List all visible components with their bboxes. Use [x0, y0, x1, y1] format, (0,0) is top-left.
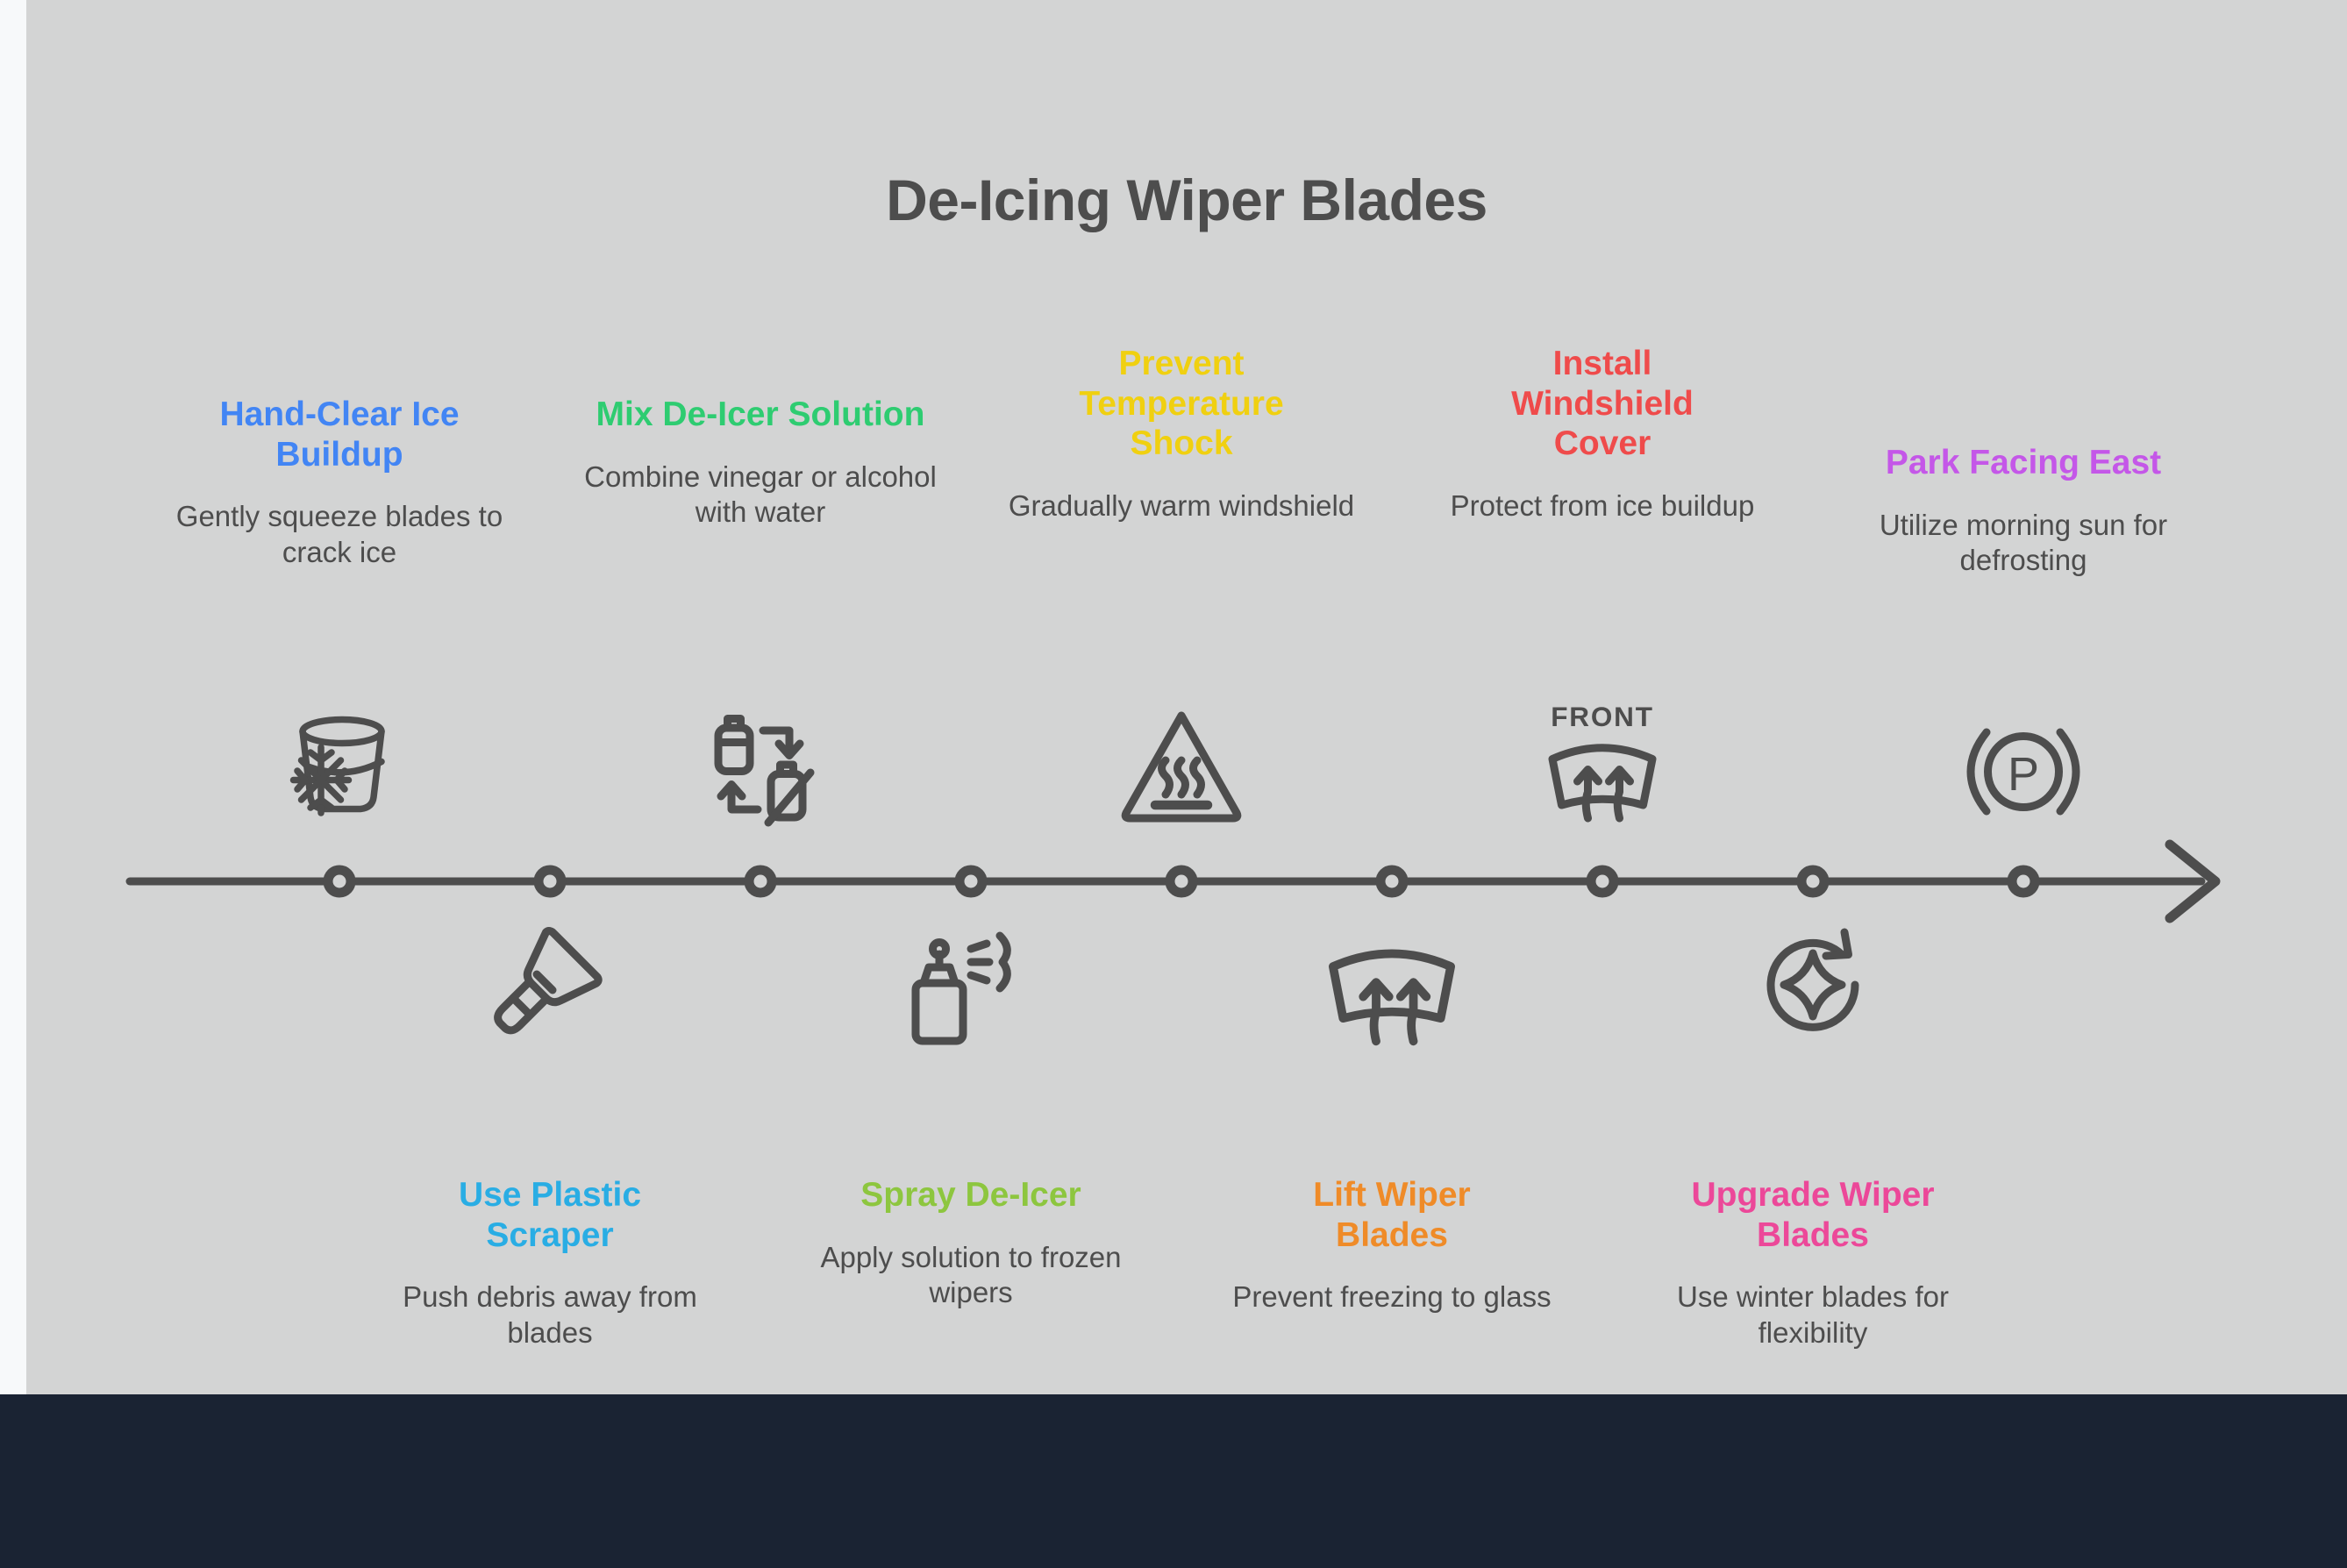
node-title: Park Facing East — [1885, 444, 2162, 481]
node-description: Push debris away from blades — [403, 1280, 697, 1349]
node-title: Use Plastic Scraper — [458, 1176, 642, 1254]
spray-bottle-icon — [892, 925, 1050, 1057]
front-windshield-defrost-icon: FRONT — [1523, 697, 1681, 829]
timeline-node-4[interactable]: Spray De-Icer Apply solution to frozen w… — [787, 1175, 1155, 1310]
parking-icon-label: P — [2008, 748, 2039, 801]
timeline-node-5[interactable]: Prevent Temperature Shock Gradually warm… — [997, 344, 1366, 524]
node-description: Gradually warm windshield — [1008, 488, 1355, 522]
windshield-defrost-icon — [1313, 925, 1471, 1057]
node-description: Use winter blades for flexibility — [1677, 1280, 1949, 1349]
node-description: Combine vinegar or alcohol with water — [584, 460, 937, 528]
parking-brake-icon: P — [1944, 706, 2102, 837]
node-title: Hand-Clear Ice Buildup — [219, 396, 460, 474]
page-title: De-Icing Wiper Blades — [886, 167, 1487, 232]
node-title: Mix De-Icer Solution — [596, 396, 925, 433]
timeline-node-3[interactable]: Mix De-Icer Solution Combine vinegar or … — [576, 395, 945, 530]
node-title: Spray De-Icer — [860, 1176, 1081, 1214]
timeline-node-8[interactable]: Upgrade Wiper Blades Use winter blades f… — [1629, 1175, 1997, 1351]
node-description: Gently squeeze blades to crack ice — [175, 500, 503, 568]
node-description: Utilize morning sun for defrosting — [1879, 508, 2168, 576]
timeline-node-1[interactable]: Hand-Clear Ice Buildup Gently squeeze bl… — [155, 395, 524, 570]
bottom-bar — [0, 1394, 2347, 1568]
scraper-icon — [471, 919, 629, 1051]
hot-surface-warning-icon — [1102, 700, 1260, 831]
node-description: Prevent freezing to glass — [1232, 1280, 1552, 1314]
timeline-node-6[interactable]: Lift Wiper Blades Prevent freezing to gl… — [1208, 1175, 1576, 1315]
sparkle-refresh-icon — [1734, 919, 1892, 1051]
timeline-node-7[interactable]: Install Windshield Cover Protect from ic… — [1418, 344, 1787, 524]
node-title: Install Windshield Cover — [1511, 345, 1694, 463]
timeline-node-2[interactable]: Use Plastic Scraper Push debris away fro… — [366, 1175, 734, 1351]
node-description: Protect from ice buildup — [1450, 488, 1755, 522]
infographic-canvas: De-Icing Wiper Blades — [26, 0, 2347, 1394]
bottle-swap-icon — [681, 702, 839, 833]
node-title: Upgrade Wiper Blades — [1691, 1176, 1935, 1254]
bucket-snowflake-icon — [260, 697, 418, 829]
node-title: Lift Wiper Blades — [1313, 1176, 1471, 1254]
node-description: Apply solution to frozen wipers — [820, 1240, 1122, 1308]
node-title: Prevent Temperature Shock — [1079, 345, 1284, 463]
timeline-node-9[interactable]: Park Facing East Utilize morning sun for… — [1839, 443, 2208, 578]
front-icon-label: FRONT — [1551, 701, 1653, 732]
